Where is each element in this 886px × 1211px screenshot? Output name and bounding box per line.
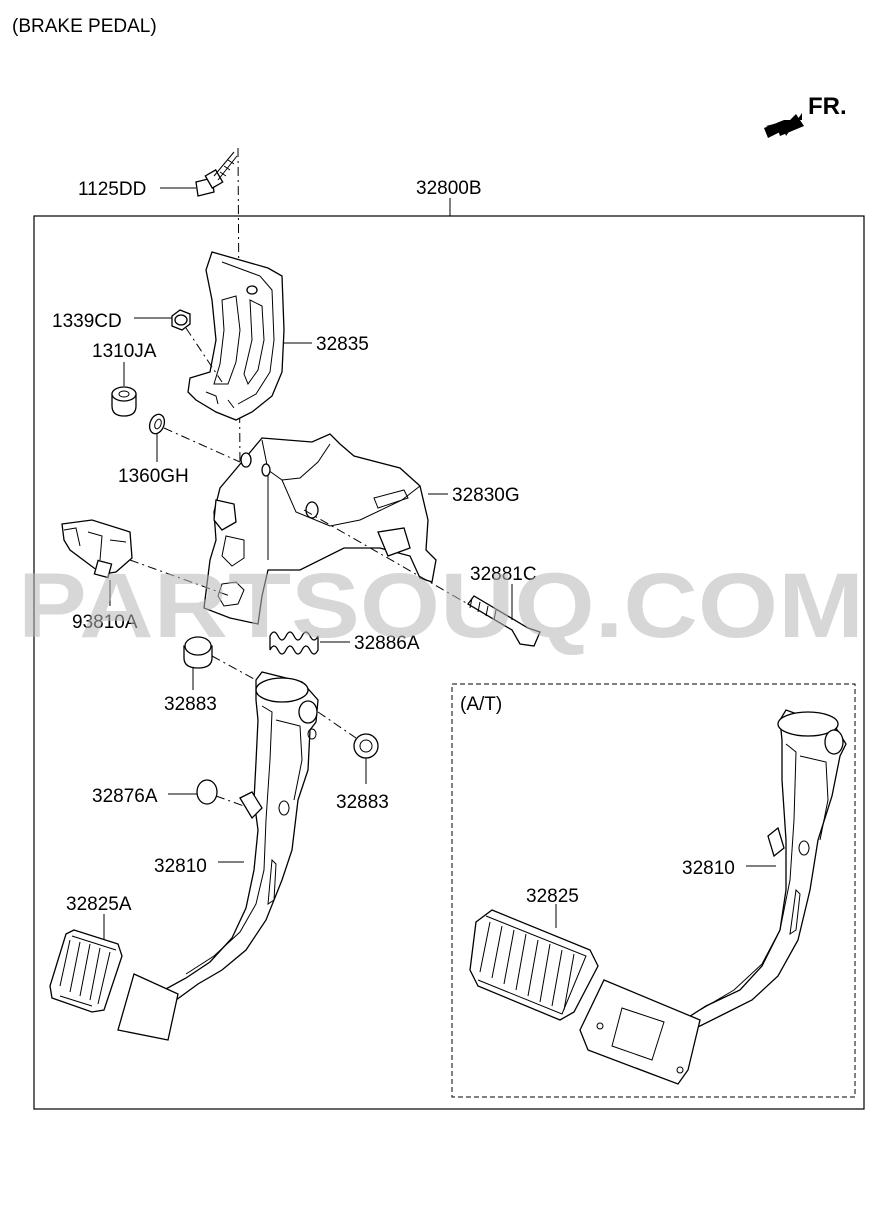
label-32830G: 32830G — [452, 485, 520, 506]
at-inset-frame — [451, 683, 856, 1098]
label-32825A: 32825A — [66, 894, 132, 915]
pedal-arm-32810-icon — [117, 671, 319, 1041]
bolt-1125DD-icon — [195, 151, 238, 197]
switch-93810A-icon — [61, 519, 133, 579]
pin-32881C-icon — [467, 595, 541, 647]
label-32886A: 32886A — [354, 633, 420, 654]
label-1125DD: 1125DD — [78, 179, 146, 200]
watermark: PARTSOUQ.COM — [18, 555, 864, 657]
label-32881C: 32881C — [470, 564, 537, 585]
front-direction-label: FR. — [808, 93, 847, 120]
bracket-32835-icon — [187, 251, 285, 421]
bushing-32883-upper-icon — [183, 636, 213, 669]
label-32876A: 32876A — [92, 786, 158, 807]
at-inset-label: (A/T) — [460, 694, 502, 715]
label-32810: 32810 — [154, 856, 207, 877]
pedal-arm-32810-at-icon — [579, 709, 847, 1085]
nut-1339CD-icon — [171, 309, 191, 331]
label-93810A: 93810A — [72, 612, 138, 633]
washer-1360GH-icon — [148, 413, 166, 435]
label-32883-right: 32883 — [336, 792, 389, 813]
pedal-pad-32825A-icon — [49, 929, 123, 1013]
front-direction-arrow-icon — [764, 113, 804, 138]
label-32800B: 32800B — [416, 178, 482, 199]
spring-32886A-icon — [269, 631, 319, 655]
label-32835: 32835 — [316, 334, 369, 355]
bushing-32883-right-icon — [353, 733, 379, 759]
label-32825: 32825 — [526, 886, 579, 907]
stopper-32876A-icon — [196, 779, 218, 805]
assembly-frame — [33, 215, 865, 1110]
diagram-title: (BRAKE PEDAL) — [12, 16, 157, 37]
label-32883-upper: 32883 — [164, 694, 217, 715]
bracket-32830G-icon — [203, 433, 437, 625]
pedal-pad-32825-icon — [469, 909, 599, 1021]
spacer-1310JA-icon — [111, 386, 137, 417]
label-1310JA: 1310JA — [92, 341, 157, 362]
label-32810-at: 32810 — [682, 858, 735, 879]
label-1360GH: 1360GH — [118, 466, 189, 487]
label-1339CD: 1339CD — [52, 311, 122, 332]
